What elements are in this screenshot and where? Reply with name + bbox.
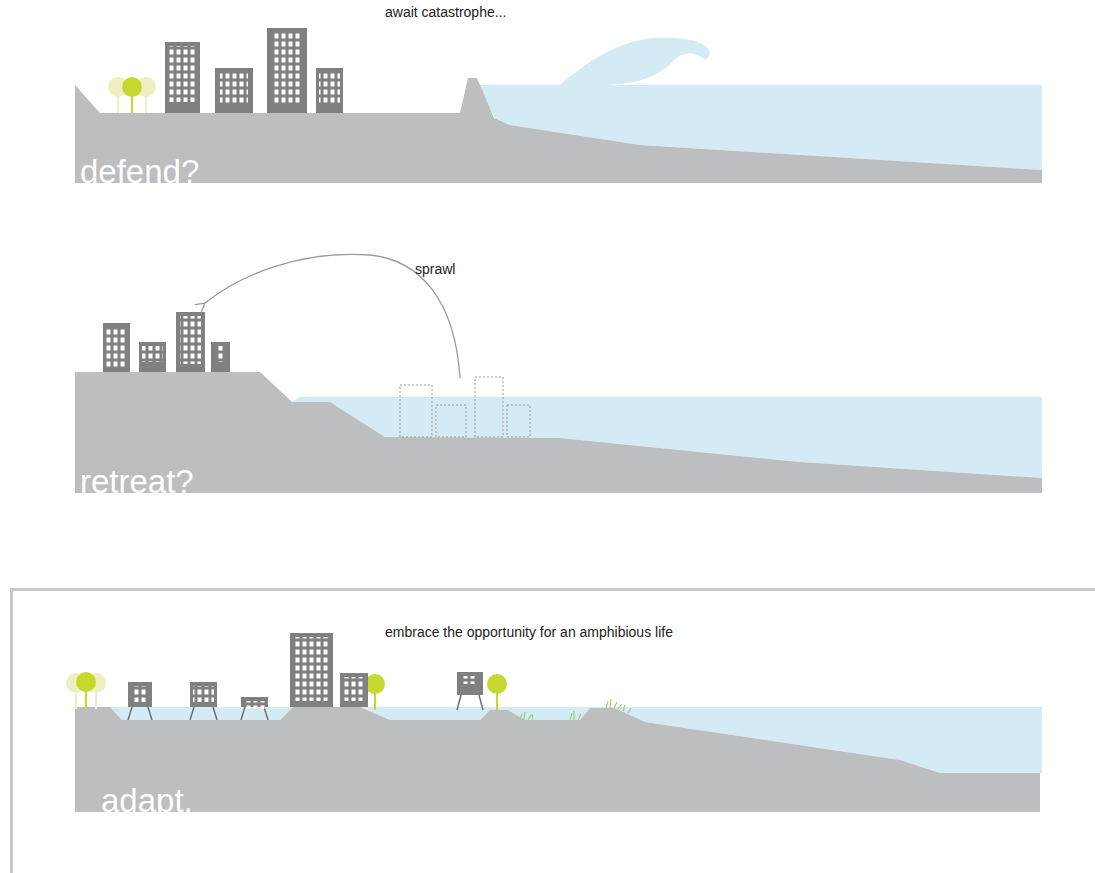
sprawl-arrow [205,254,460,378]
defend-panel [75,28,1042,183]
building [290,633,333,707]
building [215,68,253,113]
highlight-frame: embrace the opportunity for an amphibiou… [10,588,1095,873]
wave [560,37,710,85]
note-text: embrace the opportunity for an amphibiou… [385,625,673,639]
windows [220,72,248,104]
building [211,342,230,372]
option-label: retreat? [80,465,194,498]
windows [169,46,197,102]
tree-crown [487,674,507,694]
building [267,28,307,113]
building [176,312,205,372]
tree-crown [122,77,142,97]
ground [75,372,1042,493]
windows [463,676,477,684]
windows [142,346,163,362]
building [190,682,217,707]
windows [133,686,147,702]
marsh-grass [520,699,631,720]
windows [319,72,340,104]
note-text: await catastrophe... [385,5,506,19]
former-buildings [400,377,530,437]
windows [344,677,365,701]
windows [217,346,224,362]
building [340,673,368,707]
building [103,323,130,372]
building [165,42,200,113]
building [457,672,483,695]
retreat-panel [75,254,1042,493]
building [128,682,152,707]
windows [106,327,127,367]
windows [180,316,201,364]
windows [273,32,301,104]
windows [193,686,214,702]
windows [244,701,265,709]
building [316,68,343,113]
option-label: adapt. [101,784,193,817]
arrow-label: sprawl [415,262,455,276]
adapt-panel [66,633,1042,812]
building [139,342,166,372]
option-label: defend? [80,155,199,188]
ground [75,707,1040,812]
tree-crown [76,672,96,692]
windows [294,637,329,701]
